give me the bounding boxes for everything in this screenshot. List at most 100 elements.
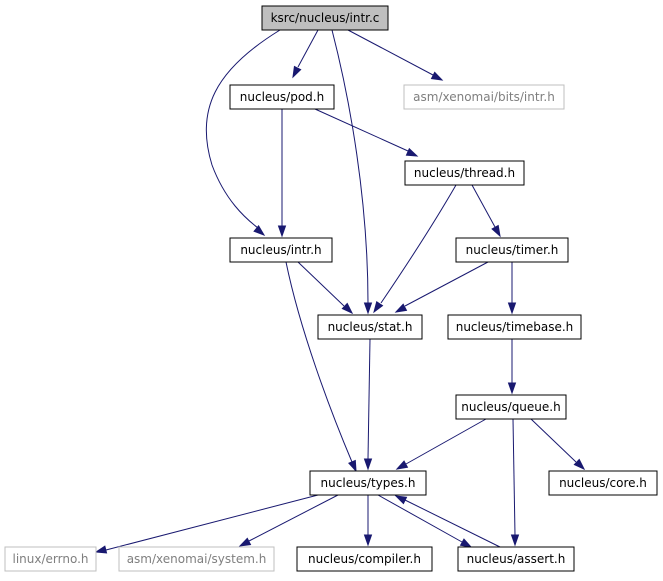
- node-box: [455, 237, 569, 263]
- node-label: nucleus/stat.h: [328, 320, 413, 334]
- node-intr-h[interactable]: nucleus/intr.h: [229, 237, 333, 263]
- node-box: [447, 314, 582, 340]
- node-label: nucleus/assert.h: [467, 552, 566, 566]
- node-label: nucleus/queue.h: [461, 400, 560, 414]
- node-pod-h[interactable]: nucleus/pod.h: [229, 84, 335, 110]
- edge-arrowhead: [395, 460, 409, 470]
- edge-arrowhead: [253, 225, 266, 236]
- edge-line: [404, 499, 501, 548]
- node-label: nucleus/core.h: [559, 476, 647, 490]
- edge-line: [404, 261, 489, 307]
- edge-thread_h-to-timer_h: [471, 184, 501, 238]
- edge-arrowhead: [573, 458, 586, 471]
- node-box: [403, 84, 565, 110]
- edge-assert_h-to-types_h: [394, 495, 501, 548]
- edge-timebase_h-to-queue_h: [507, 339, 517, 395]
- node-box: [317, 314, 423, 340]
- node-label: ksrc/nucleus/intr.c: [271, 11, 380, 25]
- node-types-h[interactable]: nucleus/types.h: [309, 470, 427, 496]
- node-label: asm/xenomai/system.h: [127, 552, 267, 566]
- node-label: nucleus/timer.h: [466, 243, 559, 257]
- edge-intr_c-to-intr_h: [205, 29, 281, 236]
- edge-arrowhead: [373, 300, 384, 314]
- edge-arrowhead: [341, 302, 354, 315]
- edge-line: [347, 29, 434, 76]
- edge-line: [380, 184, 457, 304]
- node-stat-h[interactable]: nucleus/stat.h: [317, 314, 423, 340]
- edge-intr_c-to-bits_intr_h: [347, 29, 444, 81]
- node-label: nucleus/pod.h: [240, 90, 324, 104]
- node-assert-h[interactable]: nucleus/assert.h: [457, 546, 575, 572]
- node-box: [404, 160, 525, 186]
- node-errno-h: linux/errno.h: [4, 546, 97, 572]
- edge-arrowhead: [491, 224, 501, 238]
- edge-intr_h-to-types_h: [285, 261, 357, 473]
- node-system-h: asm/xenomai/system.h: [118, 546, 275, 572]
- edge-pod_h-to-intr_h: [277, 109, 287, 238]
- node-box: [296, 546, 433, 572]
- edge-line: [405, 418, 487, 465]
- edge-arrowhead: [292, 65, 302, 79]
- node-box: [457, 546, 575, 572]
- node-queue-h[interactable]: nucleus/queue.h: [455, 394, 567, 420]
- node-label: linux/errno.h: [12, 552, 88, 566]
- edge-intr_c-to-pod_h: [292, 29, 319, 79]
- node-intr-c[interactable]: ksrc/nucleus/intr.c: [261, 5, 389, 31]
- node-box: [118, 546, 275, 572]
- node-bits-intr-h: asm/xenomai/bits/intr.h: [403, 84, 565, 110]
- node-box: [4, 546, 97, 572]
- edge-intr_c-to-stat_h: [331, 29, 373, 315]
- edge-arrowhead: [405, 147, 419, 157]
- nodes: ksrc/nucleus/intr.c nucleus/pod.h asm/xeno…: [4, 5, 658, 572]
- node-label: nucleus/compiler.h: [308, 552, 421, 566]
- node-box: [548, 470, 658, 496]
- edge-arrowhead: [510, 534, 520, 547]
- edge-line: [512, 418, 516, 536]
- edge-timer_h-to-stat_h: [394, 261, 489, 313]
- node-label: nucleus/thread.h: [414, 166, 515, 180]
- edge-arrowhead: [507, 302, 517, 315]
- edge-arrowhead: [430, 71, 444, 81]
- edge-arrowhead: [363, 302, 373, 315]
- edge-types_h-to-assert_h: [377, 494, 473, 548]
- edge-pod_h-to-thread_h: [314, 108, 419, 157]
- edge-line: [297, 29, 319, 68]
- node-thread-h[interactable]: nucleus/thread.h: [404, 160, 525, 186]
- edge-types_h-to-errno_h: [94, 494, 319, 554]
- edge-line: [331, 29, 369, 304]
- node-box: [309, 470, 427, 496]
- edge-intr_h-to-stat_h: [297, 261, 354, 315]
- node-compiler-h[interactable]: nucleus/compiler.h: [296, 546, 433, 572]
- edge-arrowhead: [394, 303, 408, 313]
- edge-arrowhead: [277, 225, 287, 238]
- node-core-h[interactable]: nucleus/core.h: [548, 470, 658, 496]
- node-label: nucleus/timebase.h: [456, 320, 574, 334]
- edge-arrowhead: [94, 545, 108, 554]
- edge-line: [471, 184, 496, 228]
- edges: [94, 29, 586, 554]
- node-label: nucleus/intr.h: [240, 243, 321, 257]
- edge-arrowhead: [507, 382, 517, 395]
- edge-line: [105, 494, 319, 551]
- node-timebase-h[interactable]: nucleus/timebase.h: [447, 314, 582, 340]
- edge-line: [285, 261, 353, 463]
- node-timer-h[interactable]: nucleus/timer.h: [455, 237, 569, 263]
- node-box: [455, 394, 567, 420]
- edge-arrowhead: [238, 537, 252, 547]
- edge-types_h-to-system_h: [238, 494, 339, 547]
- edge-line: [314, 108, 409, 152]
- edge-timer_h-to-timebase_h: [507, 262, 517, 315]
- node-box: [261, 5, 389, 31]
- edge-queue_h-to-assert_h: [510, 418, 520, 547]
- edge-arrowhead: [459, 538, 473, 548]
- node-label: asm/xenomai/bits/intr.h: [413, 90, 555, 104]
- edge-queue_h-to-types_h: [395, 418, 487, 470]
- edge-stat_h-to-types_h: [363, 338, 373, 471]
- edge-line: [367, 338, 371, 460]
- edge-thread_h-to-stat_h: [373, 184, 457, 314]
- edge-line: [248, 494, 339, 542]
- edge-arrowhead: [363, 458, 373, 471]
- edge-arrowhead: [394, 495, 408, 505]
- edge-line: [530, 418, 577, 463]
